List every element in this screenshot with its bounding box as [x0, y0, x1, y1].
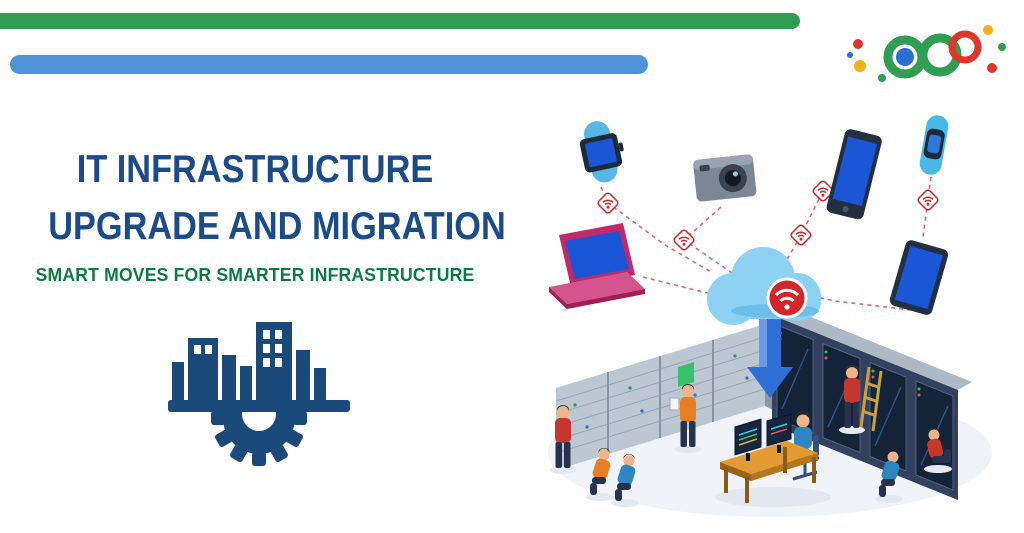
top-accent-bar: [0, 13, 800, 29]
technician-figure: [875, 450, 903, 503]
logo-green-dot-right: [998, 43, 1006, 51]
logo-green-dot: [878, 74, 886, 82]
subtitle: SMART MOVES FOR SMARTER INFRASTRUCTURE: [35, 263, 475, 285]
operator-workstation: [715, 411, 831, 507]
logo-blue-core: [896, 48, 914, 66]
technician-figure: [611, 454, 639, 507]
technician-figure: [550, 405, 576, 474]
buildings-icon: [172, 322, 326, 400]
technician-figure: [669, 384, 701, 453]
ladder: [859, 366, 883, 432]
cloud-wifi-icon: [766, 277, 808, 319]
logo-red-dot-right: [987, 63, 997, 73]
wifi-diamond-icons: [596, 179, 940, 252]
logo-red-ring: [948, 30, 982, 64]
hero-text: IT INFRASTRUCTURE UPGRADE AND MIGRATION …: [20, 148, 506, 286]
base-bar: [168, 400, 350, 412]
tablet-icon: [889, 240, 949, 315]
logo-red-dot: [853, 39, 863, 49]
brand-logo: [847, 25, 1006, 82]
technician-figure: [924, 428, 952, 473]
logo-yellow-dot: [854, 60, 866, 72]
logo-yellow-dot-right: [983, 25, 993, 35]
fitness-band-icon: [919, 115, 949, 175]
logo-blue-dot: [847, 52, 853, 58]
laptop-icon: [549, 223, 645, 309]
smartphone-icon: [826, 129, 882, 220]
status-panel: [678, 362, 694, 387]
secondary-accent-bar: [10, 55, 648, 74]
action-camera-icon: [693, 154, 757, 202]
city-buildings-gear-icon: [166, 310, 352, 466]
monitor-icons: [734, 413, 792, 461]
technician-figure: [839, 365, 865, 434]
smartwatch-icon: [579, 121, 624, 183]
cloud-icon: [707, 247, 821, 325]
technician-figure: [586, 448, 614, 501]
title-line-1: IT INFRASTRUCTURE: [76, 148, 434, 191]
datacenter-illustration: [548, 115, 992, 517]
title-line-2: UPGRADE AND MIGRATION: [48, 204, 506, 248]
